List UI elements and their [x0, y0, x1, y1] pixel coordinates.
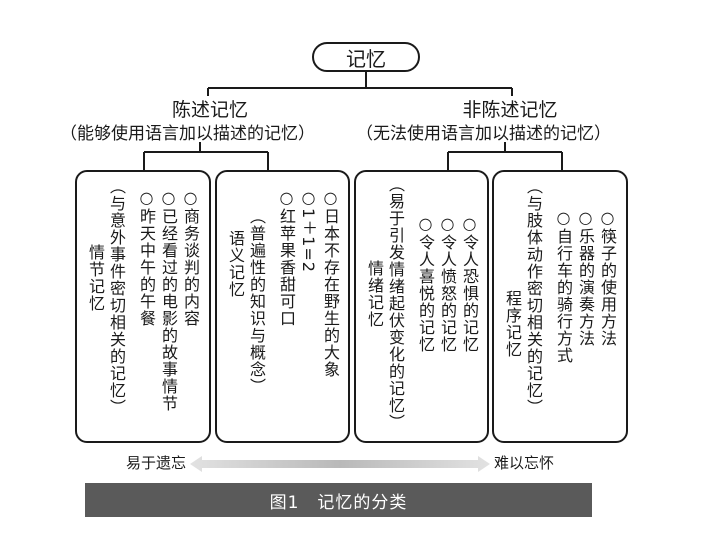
scale-arrow: [190, 456, 490, 472]
category-note: （普遍性的知识与概念）: [247, 208, 266, 395]
declarative-subtitle: （能够使用语言加以描述的记忆）: [60, 124, 315, 144]
category-note: （易于引发情绪起伏变化的记忆）: [386, 176, 405, 431]
emotional-memory-box: ○令人恐惧的记忆 ○令人愤怒的记忆 ○令人喜悦的记忆 （易于引发情绪起伏变化的记…: [354, 170, 489, 443]
scale-right-label: 难以忘怀: [494, 454, 555, 472]
example-item: ○筷子的使用方法: [598, 208, 617, 347]
example-item: ○自行车的骑行方式: [554, 208, 573, 364]
example-item: ○商务谈判的内容: [181, 188, 200, 327]
root-node: 记忆: [312, 42, 420, 72]
scale-left-label: 易于遗忘: [126, 454, 187, 472]
nondeclarative-title: 非陈述记忆: [462, 99, 558, 121]
example-item: ○1＋1=2: [299, 188, 318, 273]
figure-caption: 图1 记忆的分类: [85, 483, 592, 517]
declarative-title: 陈述记忆: [171, 99, 248, 121]
example-item: ○日本不存在野生的大象: [321, 188, 340, 378]
example-item: ○令人恐惧的记忆: [460, 214, 479, 353]
example-item: ○乐器的演奏方法: [576, 208, 595, 347]
episodic-memory-box: ○商务谈判的内容 ○已经看过的电影的故事情节 ○昨天中午的午餐 （与意外事件密切…: [75, 170, 211, 443]
root-label: 记忆: [346, 46, 386, 71]
category-name: 程序记忆: [503, 290, 522, 358]
example-item: ○昨天中午的午餐: [137, 188, 156, 327]
category-name: 情绪记忆: [365, 260, 384, 328]
figure-title: 记忆的分类: [317, 492, 408, 513]
figure-number: 图1: [269, 492, 300, 513]
procedural-memory-box: ○筷子的使用方法 ○乐器的演奏方法 ○自行车的骑行方式 （与肢体动作密切相关的记…: [492, 170, 628, 443]
semantic-memory-box: ○日本不存在野生的大象 ○1＋1=2 ○红苹果香甜可口 （普遍性的知识与概念） …: [215, 170, 350, 443]
example-item: ○红苹果香甜可口: [277, 188, 296, 327]
example-item: ○令人愤怒的记忆: [438, 214, 457, 353]
nondeclarative-subtitle: （无法使用语言加以描述的记忆）: [356, 124, 611, 144]
category-note: （与意外事件密切相关的记忆）: [107, 178, 126, 416]
example-item: ○令人喜悦的记忆: [416, 214, 435, 353]
category-note: （与肢体动作密切相关的记忆）: [524, 178, 543, 416]
category-name: 情节记忆: [86, 244, 105, 312]
category-name: 语义记忆: [226, 230, 245, 298]
example-item: ○已经看过的电影的故事情节: [159, 188, 178, 412]
